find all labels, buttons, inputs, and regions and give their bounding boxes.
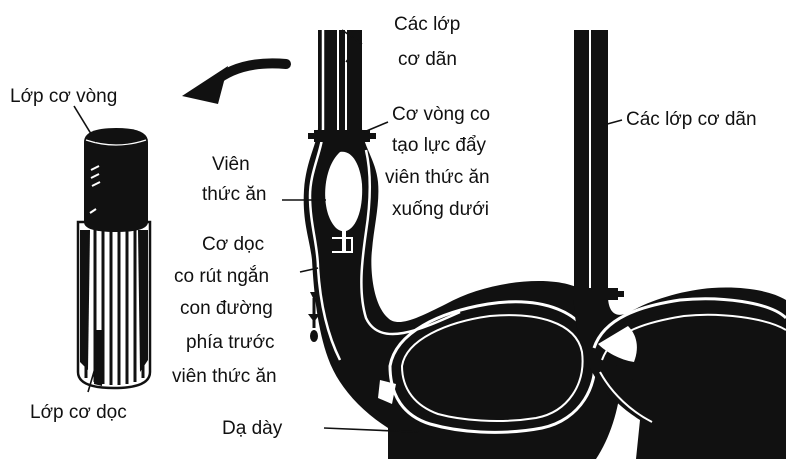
- label-longitudinal-muscle: Lớp cơ dọc: [30, 402, 127, 423]
- label-ring-muscle: Lớp cơ vòng: [10, 86, 117, 107]
- label-long-contract-1: Cơ dọc: [202, 234, 264, 255]
- label-stomach: Dạ dày: [222, 418, 283, 439]
- label-long-contract-3: con đường: [180, 298, 273, 319]
- label-relaxed-layers-top-2: cơ dãn: [398, 49, 457, 70]
- label-bolus-1: Viên: [212, 154, 250, 175]
- label-long-contract-5: viên thức ăn: [172, 366, 277, 387]
- label-ring-contract-2: tạo lực đẩy: [392, 135, 487, 156]
- esophagus-with-bolus: [282, 30, 622, 459]
- label-relaxed-layers-right: Các lớp cơ dãn: [626, 109, 757, 130]
- label-ring-contract-3: viên thức ăn: [385, 167, 490, 188]
- label-long-contract-4: phía trước: [186, 332, 275, 353]
- label-bolus-2: thức ăn: [202, 184, 266, 205]
- label-long-contract-2: co rút ngắn: [174, 265, 269, 287]
- label-ring-contract-4: xuống dưới: [392, 199, 489, 220]
- label-ring-contract-1: Cơ vòng co: [392, 104, 490, 125]
- label-relaxed-layers-top-1: Các lớp: [394, 14, 460, 35]
